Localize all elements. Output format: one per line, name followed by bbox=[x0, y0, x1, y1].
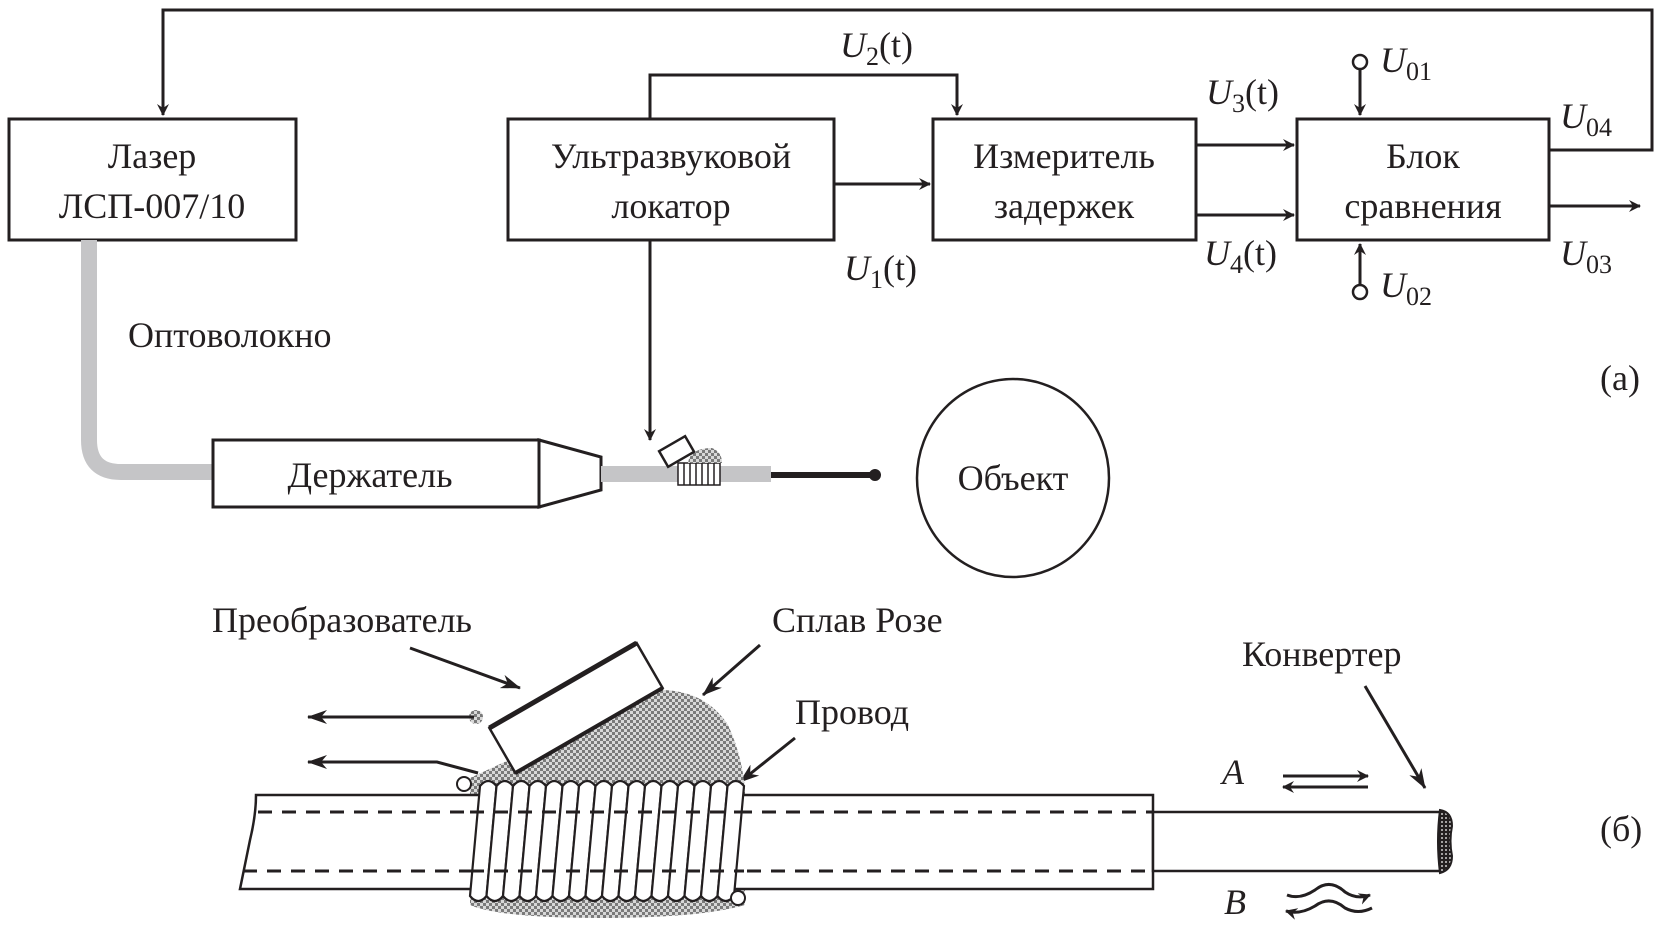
holder-block bbox=[211, 438, 541, 509]
wave-b-label: B bbox=[1224, 882, 1246, 922]
comparator-label-line1: Блок bbox=[1386, 136, 1460, 176]
u3-label: U3(t) bbox=[1206, 72, 1279, 118]
part-b-label: (б) bbox=[1600, 809, 1642, 849]
alloy-blob-small bbox=[688, 448, 722, 463]
small-transducer bbox=[657, 434, 696, 469]
u2-line bbox=[648, 73, 963, 119]
coil-turns bbox=[683, 463, 715, 485]
thin-tube bbox=[1151, 810, 1445, 873]
coil-lead-loop bbox=[456, 776, 472, 792]
coil-tail-loop bbox=[730, 890, 746, 906]
laser-block bbox=[7, 117, 298, 242]
transducer-callout-arrow bbox=[409, 646, 521, 690]
converter-callout: Конвертер bbox=[1242, 634, 1402, 674]
wave-a-label: A bbox=[1220, 752, 1245, 792]
u02-label: U02 bbox=[1380, 265, 1432, 311]
u2-label: U2(t) bbox=[840, 25, 913, 71]
locator-label-line1: Ультразвуковой bbox=[551, 136, 791, 176]
signal-lead-2 bbox=[307, 755, 479, 775]
holder-label: Держатель bbox=[288, 455, 453, 495]
optical-fiber bbox=[81, 240, 213, 480]
object-label: Объект bbox=[958, 458, 1069, 498]
transducer bbox=[487, 640, 665, 775]
transducer-callout: Преобразователь bbox=[212, 600, 472, 640]
converter-callout-arrow bbox=[1363, 685, 1427, 789]
delay-meter-label-line2: задержек bbox=[994, 186, 1135, 226]
u01-label: U01 bbox=[1380, 40, 1432, 86]
lead-solder bbox=[469, 710, 483, 724]
rose-alloy-callout-arrow bbox=[702, 643, 761, 697]
fiber-label: Оптоволокно bbox=[128, 315, 332, 355]
wave-b-forward-arrow bbox=[1286, 883, 1371, 905]
delay-meter-block bbox=[931, 117, 1198, 242]
rose-alloy-callout: Сплав Розе bbox=[772, 600, 943, 640]
comparator-label-line2: сравнения bbox=[1344, 186, 1501, 226]
u1-label: U1(t) bbox=[844, 248, 917, 294]
locator-block bbox=[506, 117, 836, 242]
u4-label: U4(t) bbox=[1204, 233, 1277, 279]
u04-label: U04 bbox=[1560, 96, 1612, 142]
part-a-label: (а) bbox=[1600, 358, 1640, 398]
u02-terminal bbox=[1351, 283, 1369, 301]
laser-label-line2: ЛСП-007/10 bbox=[59, 186, 245, 226]
comparator-block bbox=[1295, 117, 1551, 242]
converter-end bbox=[1437, 808, 1454, 875]
wave-b-backward-arrow bbox=[1285, 899, 1373, 920]
wire-callout-arrow bbox=[739, 736, 796, 784]
wire-spiral bbox=[456, 776, 746, 906]
delay-meter-label-line1: Измеритель bbox=[973, 136, 1155, 176]
wire-callout: Провод bbox=[795, 692, 909, 732]
holder-nozzle bbox=[537, 438, 603, 509]
u03-label: U03 bbox=[1560, 233, 1612, 279]
laser-label-line1: Лазер bbox=[108, 136, 197, 176]
wire-end-dot bbox=[869, 469, 881, 481]
locator-label-line2: локатор bbox=[611, 186, 730, 226]
u01-terminal bbox=[1351, 53, 1369, 71]
object-ellipse bbox=[915, 377, 1111, 579]
